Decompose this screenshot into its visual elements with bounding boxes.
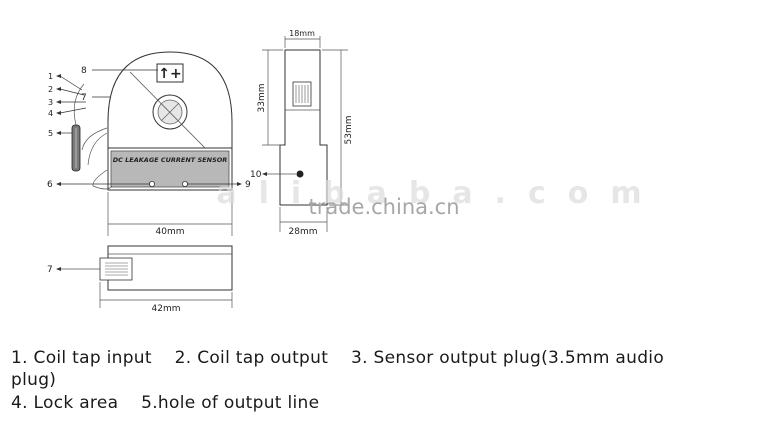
legend-line-3: 4. Lock area 5.hole of output line [11,393,320,413]
side-output-dot [296,170,304,178]
callout-2: 2 [48,85,53,94]
callout-leaders [59,69,238,185]
side-inner-height-dim: 33mm [257,84,267,113]
side-view: 10 18mm 33mm 53mm 28mm [250,29,354,237]
watermark-faded: alibaba.com [216,176,663,211]
ring-diagonal [129,71,206,149]
sensor-ring-body [107,51,233,150]
sensor-base [107,147,233,191]
bottom-width-dim: 42mm [152,304,181,314]
watermark: alibaba.com trade.china.cn [216,176,663,219]
watermark-url: trade.china.cn [308,195,459,219]
callout-6: 6 [47,180,53,190]
callout-9: 9 [245,180,251,190]
side-width-dim: 28mm [289,227,318,237]
side-top-dim: 18mm [289,29,315,38]
output-hole-right [181,180,188,187]
side-total-height-dim: 53mm [344,116,354,145]
callout-7-bottom: 7 [47,265,53,275]
sensor-label-text: DC LEAKAGE CURRENT SENSOR [113,156,228,164]
callout-10: 10 [250,170,262,180]
callout-1: 1 [48,72,53,81]
legend-line-2: plug) [11,370,57,390]
plug-lead [73,83,85,126]
callout-3: 3 [48,98,53,107]
callout-8: 8 [81,66,87,76]
front-view: DC LEAKAGE CURRENT SENSOR ↑+ [47,51,251,237]
polarity-mark: ↑+ [158,66,181,82]
bottom-view: 7 42mm [47,245,233,314]
callout-4: 4 [48,109,53,118]
callout-7-front: 7 [81,93,87,103]
side-outline [279,49,328,206]
output-hole-left [148,180,155,187]
polarity-box [156,63,184,83]
callout-arrowheads [56,74,242,186]
cable-wires [81,127,113,190]
sensor-technical-drawing: DC LEAKAGE CURRENT SENSOR ↑+ [47,29,663,314]
legend-line-1: 1. Coil tap input 2. Coil tap output 3. … [11,348,665,368]
sensor-label-plate [110,150,230,188]
callout-5: 5 [48,129,53,138]
front-width-dim: 40mm [156,227,185,237]
